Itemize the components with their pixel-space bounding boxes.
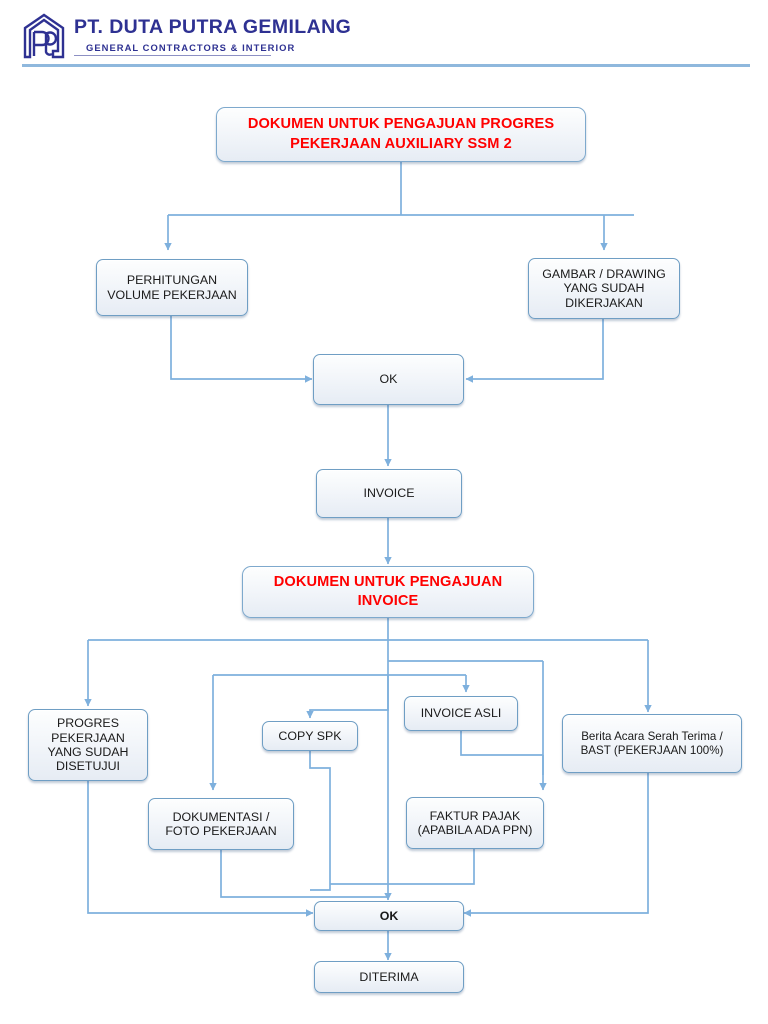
company-name: PT. DUTA PUTRA GEMILANG	[74, 16, 352, 38]
node-invoice-asli[interactable]: INVOICE ASLI	[404, 696, 518, 731]
node-label: Berita Acara Serah Terima / BAST (PEKERJ…	[580, 730, 724, 757]
node-diterima[interactable]: DITERIMA	[314, 961, 464, 993]
node-label: PERHITUNGAN VOLUME PEKERJAAN	[107, 273, 237, 302]
header-divider	[22, 64, 750, 67]
node-dokumentasi-foto-pekerjaan[interactable]: DOKUMENTASI / FOTO PEKERJAAN	[148, 798, 294, 850]
node-dokumen-pengajuan-progres[interactable]: DOKUMEN UNTUK PENGAJUAN PROGRES PEKERJAA…	[216, 107, 586, 162]
node-label: INVOICE ASLI	[420, 706, 502, 721]
node-label: FAKTUR PAJAK (APABILA ADA PPN)	[417, 808, 533, 837]
node-label: PROGRES PEKERJAAN YANG SUDAH DISETUJUI	[47, 716, 129, 774]
node-berita-acara-bast[interactable]: Berita Acara Serah Terima / BAST (PEKERJ…	[562, 714, 742, 773]
node-perhitungan-volume-pekerjaan[interactable]: PERHITUNGAN VOLUME PEKERJAAN	[96, 259, 248, 316]
company-tagline: GENERAL CONTRACTORS & INTERIOR	[86, 42, 296, 53]
node-ok-invoice[interactable]: OK	[314, 901, 464, 931]
node-label: DOKUMEN UNTUK PENGAJUAN PROGRES PEKERJAA…	[247, 116, 555, 152]
node-label: OK	[379, 908, 399, 923]
node-ok-progres[interactable]: OK	[313, 354, 464, 405]
node-invoice[interactable]: INVOICE	[316, 469, 462, 518]
node-label: INVOICE	[363, 486, 415, 501]
node-label: COPY SPK	[278, 728, 342, 743]
node-copy-spk[interactable]: COPY SPK	[262, 721, 358, 751]
node-label: GAMBAR / DRAWING YANG SUDAH DIKERJAKAN	[542, 266, 666, 310]
node-label: DOKUMENTASI / FOTO PEKERJAAN	[165, 809, 277, 838]
node-label: OK	[379, 372, 398, 387]
node-faktur-pajak[interactable]: FAKTUR PAJAK (APABILA ADA PPN)	[406, 797, 544, 849]
tagline-underline	[74, 55, 271, 56]
node-label: DOKUMEN UNTUK PENGAJUAN INVOICE	[273, 573, 503, 609]
node-gambar-drawing[interactable]: GAMBAR / DRAWING YANG SUDAH DIKERJAKAN	[528, 258, 680, 319]
company-logo-icon	[22, 12, 66, 60]
node-progres-pekerjaan-disetujui[interactable]: PROGRES PEKERJAAN YANG SUDAH DISETUJUI	[28, 709, 148, 781]
node-dokumen-pengajuan-invoice[interactable]: DOKUMEN UNTUK PENGAJUAN INVOICE	[242, 566, 534, 618]
letterhead: PT. DUTA PUTRA GEMILANG GENERAL CONTRACT…	[0, 0, 768, 72]
node-label: DITERIMA	[359, 969, 419, 984]
